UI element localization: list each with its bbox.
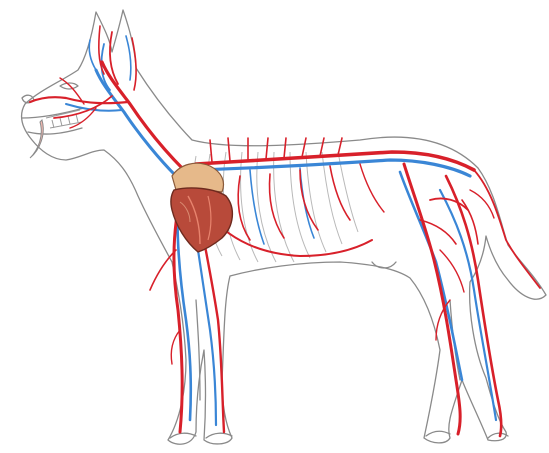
belly-detail xyxy=(372,262,396,268)
eye xyxy=(60,83,78,89)
heart-ventricles xyxy=(171,188,232,252)
front-paw-right xyxy=(206,433,232,438)
front-paw-left xyxy=(170,433,196,438)
hind-paw-left xyxy=(426,431,450,436)
jaw-line xyxy=(28,128,82,134)
